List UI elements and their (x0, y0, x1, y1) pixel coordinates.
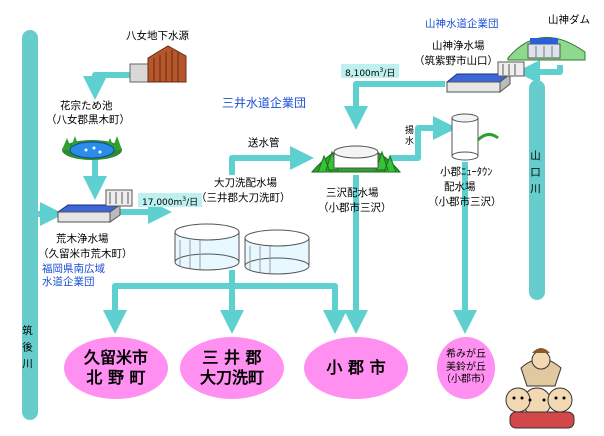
yamaguchi-river-label: 山口川 (529, 150, 541, 200)
pumping-label: 揚 水 (405, 126, 415, 148)
yamagami-org-label: 山神水道企業団 (425, 18, 499, 30)
misawa-place: （小郡市三沢） (318, 202, 392, 214)
newtown-name-1: 小郡ﾆｭｰﾀｳﾝ (440, 166, 493, 178)
fukuoka-org-label-1: 福岡県南広域 (42, 263, 105, 275)
flow-groundwater-to-pond (83, 72, 130, 100)
newtown-name-2: 配水場 (444, 181, 476, 193)
yamaguchi-river (529, 80, 545, 300)
chikugo-river (22, 30, 38, 420)
pond-name-label: 花宗ため池 (60, 100, 113, 112)
groundwater-facility-icon (129, 45, 187, 83)
destination-kurume: 久留米市 北 野 町 (64, 337, 168, 399)
flow-tachiarai-distribution (103, 270, 347, 334)
newtown-place: （小郡市三沢） (428, 196, 502, 208)
destination-kibougaoka: 希みが丘 美鈴が丘 （小郡市） (437, 337, 495, 399)
araki-plant-place: （久留米市荒木町） (38, 248, 133, 260)
misawa-name: 三沢配水場 (326, 187, 379, 199)
araki-plant-name: 荒木浄水場 (56, 233, 109, 245)
pond-place-label: （八女郡黒木町） (46, 114, 130, 126)
groundwater-label: 八女地下水源 (126, 30, 189, 42)
tachiarai-place: （三井郡大刀洗町） (196, 192, 291, 204)
yamagami-plant-place: （筑紫野市山口） (414, 55, 498, 67)
family-characters-icon (505, 348, 575, 429)
destination-ogori: 小 郡 市 (304, 337, 408, 399)
chikugo-river-label: 筑後川 (21, 325, 33, 375)
misawa-reservoir-icon (310, 145, 402, 173)
flow-transmission-pipe (229, 146, 314, 175)
flow-misawa-to-newtown (390, 116, 457, 161)
yamagami-plant-icon (445, 61, 525, 94)
pond-icon (62, 136, 122, 160)
flow-yamagami-to-misawa (344, 81, 445, 130)
fukuoka-org-label-2: 水道企業団 (42, 276, 95, 288)
dam-icon (507, 37, 586, 61)
mitsui-org-label: 三井水道企業団 (222, 96, 307, 110)
araki-plant-icon (56, 189, 133, 223)
yamagami-volume-badge: 8,100m3/日 (341, 64, 400, 79)
dam-label: 山神ダム (548, 14, 590, 26)
flow-dam-to-yamagami (516, 60, 563, 84)
newtown-tank-icon (451, 113, 499, 161)
yamagami-plant-name: 山神浄水場 (432, 40, 485, 52)
tachiarai-name: 大刀洗配水場 (214, 177, 277, 189)
destination-mitsui: 三 井 郡 大刀洗町 (180, 337, 284, 399)
araki-volume-badge: 17,000m3/日 (138, 193, 203, 208)
tachiarai-tanks-icon (174, 223, 310, 275)
transmission-pipe-label: 送水管 (248, 137, 280, 149)
